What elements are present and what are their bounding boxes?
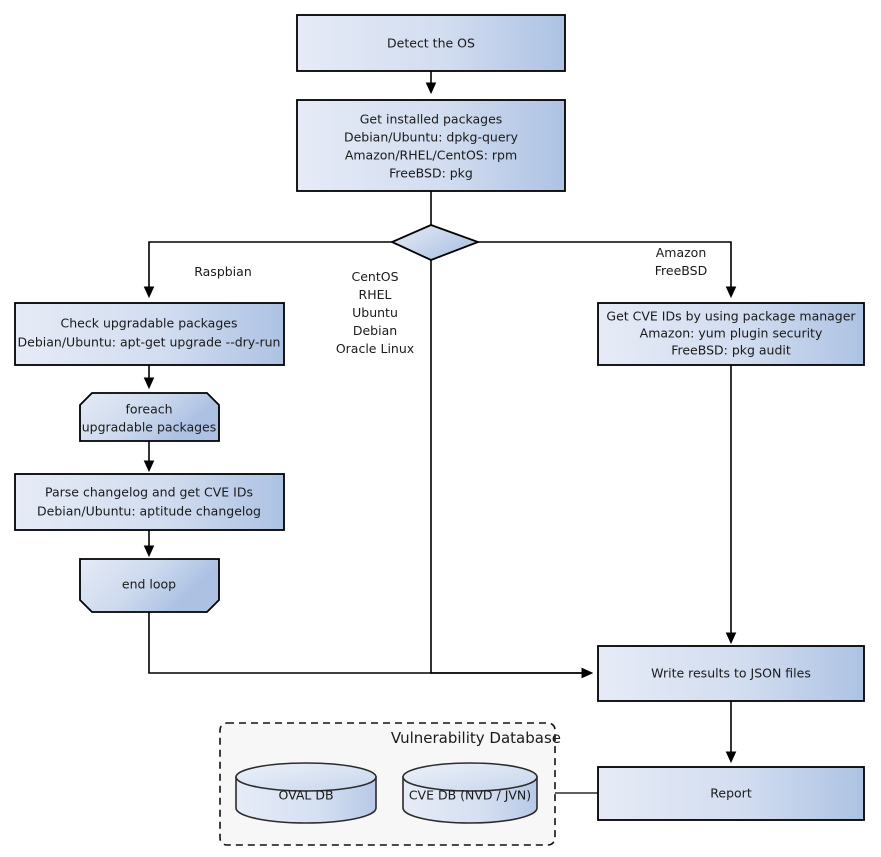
node-report[interactable]: Report [597, 766, 865, 821]
node-parse-changelog-line-1: Parse changelog and get CVE IDs [45, 485, 253, 500]
node-get-cve-ids-line-2: Amazon: yum plugin security [640, 326, 823, 341]
edge-label-amazon: Amazon [656, 245, 707, 260]
edge-label-debian: Debian [353, 323, 397, 338]
node-os-decision[interactable] [389, 224, 481, 261]
node-write-results[interactable]: Write results to JSON files [597, 645, 865, 702]
node-get-installed-packages-line-1: Get installed packages [360, 112, 503, 127]
edge-endloop-to-write [148, 612, 594, 679]
node-parse-changelog-shape [14, 473, 285, 531]
db-cylinder-oval[interactable]: OVAL DB [235, 762, 377, 824]
node-check-upgradable-shape [14, 302, 285, 366]
node-os-decision-shape [389, 224, 481, 261]
node-check-upgradable[interactable]: Check upgradable packages Debian/Ubuntu:… [14, 302, 285, 366]
edge-decision-center-to-write [430, 260, 594, 679]
db-cylinder-cve[interactable]: CVE DB (NVD / JVN) [402, 762, 538, 824]
edge-label-right-oslist: Amazon FreeBSD [655, 245, 707, 278]
node-check-upgradable-line-2: Debian/Ubuntu: apt-get upgrade --dry-run [18, 335, 281, 350]
edge-decision-right-amazon [478, 241, 737, 299]
edge-decision-left-raspbian [143, 241, 392, 299]
node-get-installed-packages-line-2: Debian/Ubuntu: dpkg-query [344, 130, 519, 145]
node-get-installed-packages-line-3: Amazon/RHEL/CentOS: rpm [345, 148, 517, 163]
db-cylinder-oval-top [235, 762, 377, 792]
node-parse-changelog[interactable]: Parse changelog and get CVE IDs Debian/U… [14, 473, 285, 531]
group-vulnerability-database[interactable]: Vulnerability Database OVAL DB CVE DB (N… [219, 722, 561, 846]
edge-label-center-oslist: CentOS RHEL Ubuntu Debian Oracle Linux [336, 269, 414, 356]
edge-label-freebsd: FreeBSD [655, 263, 707, 278]
node-get-cve-ids-line-3: FreeBSD: pkg audit [671, 343, 791, 358]
edge-label-ubuntu: Ubuntu [352, 305, 398, 320]
edge-label-centos: CentOS [351, 269, 398, 284]
node-parse-changelog-line-2: Debian/Ubuntu: aptitude changelog [37, 504, 261, 519]
node-foreach-loop[interactable]: foreach upgradable packages [79, 392, 220, 442]
node-get-installed-packages[interactable]: Get installed packages Debian/Ubuntu: dp… [296, 99, 566, 192]
db-cylinder-cve-top [402, 762, 538, 792]
node-write-results-shape [597, 645, 865, 702]
node-get-installed-packages-shape [296, 99, 566, 192]
node-detect-os[interactable]: Detect the OS [296, 14, 566, 72]
node-get-cve-ids-shape [597, 302, 865, 366]
node-get-cve-ids-line-1: Get CVE IDs by using package manager [606, 309, 856, 324]
node-check-upgradable-line-1: Check upgradable packages [61, 316, 238, 331]
db-cylinder-cve-label: CVE DB (NVD / JVN) [409, 788, 531, 803]
node-report-label: Report [710, 786, 752, 801]
node-get-installed-packages-line-4: FreeBSD: pkg [389, 166, 473, 181]
node-report-shape [597, 766, 865, 821]
edge-label-oracle-linux: Oracle Linux [336, 341, 414, 356]
edge-label-rhel: RHEL [359, 287, 392, 302]
node-get-cve-ids[interactable]: Get CVE IDs by using package manager Ama… [597, 302, 865, 366]
group-vulnerability-database-title: Vulnerability Database [391, 729, 561, 747]
node-write-results-label: Write results to JSON files [651, 666, 811, 681]
node-end-loop-shape [79, 558, 220, 613]
edge-label-raspbian: Raspbian [194, 264, 252, 279]
node-detect-os-shape [296, 14, 566, 72]
node-foreach-loop-line-1: foreach [125, 402, 172, 417]
db-cylinder-oval-label: OVAL DB [278, 788, 333, 803]
node-end-loop[interactable]: end loop [79, 558, 220, 613]
node-foreach-loop-shape [79, 392, 220, 442]
node-detect-os-label: Detect the OS [387, 36, 475, 51]
node-foreach-loop-line-2: upgradable packages [82, 420, 217, 435]
node-end-loop-label: end loop [122, 577, 176, 592]
